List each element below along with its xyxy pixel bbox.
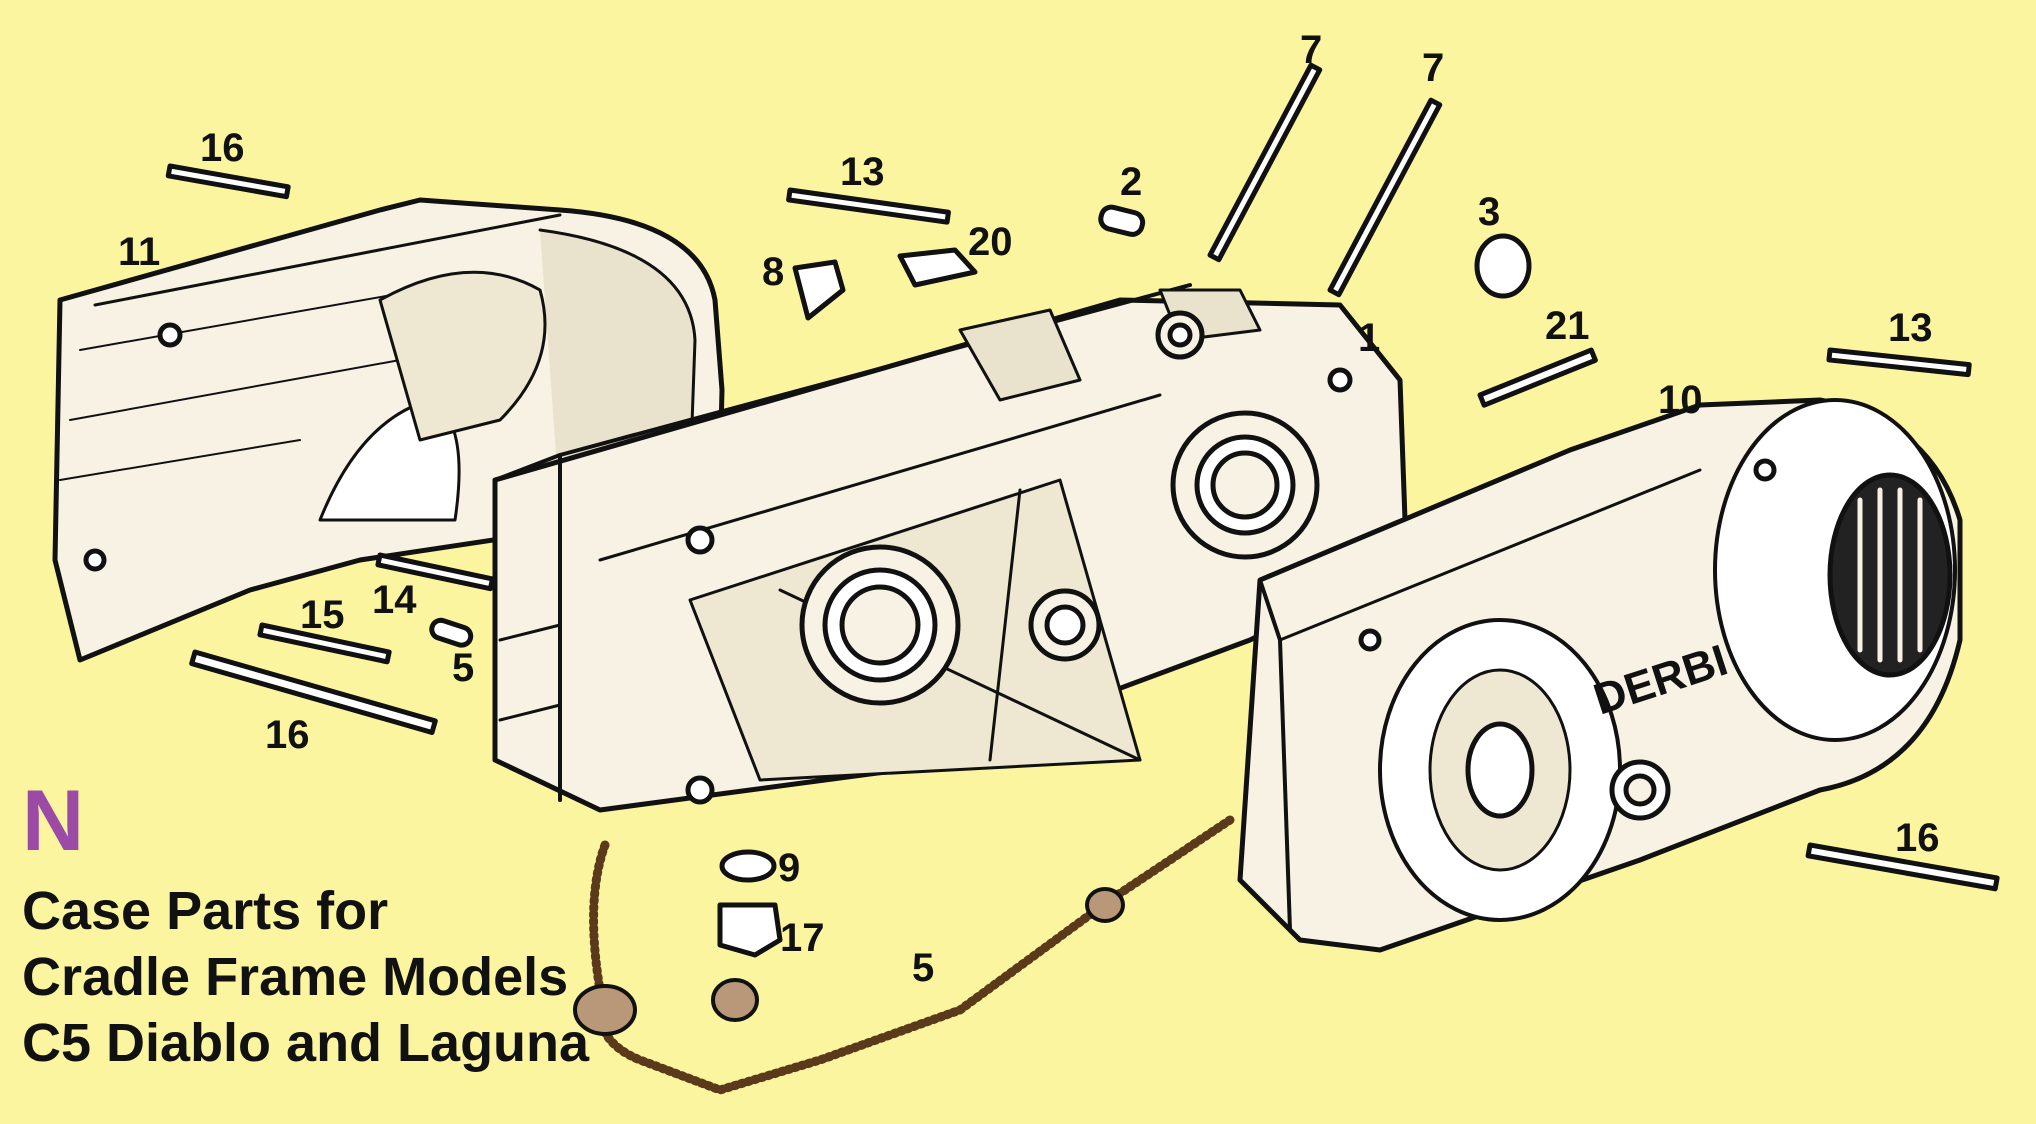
callout-7-right: 7 bbox=[1422, 46, 1445, 90]
bolt-16-left bbox=[189, 649, 438, 735]
stud-7-right bbox=[1327, 97, 1443, 298]
callout-10: 10 bbox=[1658, 378, 1703, 422]
caption-line-2: Cradle Frame Models bbox=[22, 947, 569, 1007]
callout-16-top-left: 16 bbox=[200, 126, 245, 170]
dowel-pin-5 bbox=[429, 617, 474, 648]
callout-3: 3 bbox=[1478, 190, 1501, 234]
callout-21: 21 bbox=[1545, 304, 1590, 348]
callout-13-right: 13 bbox=[1888, 306, 1933, 350]
callout-8: 8 bbox=[762, 250, 785, 294]
callout-5-pin: 5 bbox=[452, 646, 475, 690]
bolt-16-right bbox=[1805, 842, 2000, 892]
callout-16-right: 16 bbox=[1895, 816, 1940, 860]
callout-15: 15 bbox=[300, 593, 345, 637]
left-side-cover bbox=[52, 197, 725, 663]
plug-3 bbox=[1474, 233, 1532, 299]
bolt-14 bbox=[375, 552, 495, 592]
callout-20: 20 bbox=[968, 220, 1013, 264]
callout-17: 17 bbox=[780, 916, 825, 960]
caption-line-1: Case Parts for bbox=[22, 881, 389, 941]
callout-9: 9 bbox=[778, 846, 801, 890]
bolt-13-top bbox=[786, 187, 951, 225]
diagram-caption: Case Parts for Cradle Frame Models C5 Di… bbox=[22, 878, 589, 1076]
dowel-pin-2 bbox=[1098, 204, 1146, 237]
callout-2: 2 bbox=[1120, 160, 1143, 204]
callout-11: 11 bbox=[118, 230, 161, 274]
callout-16-left: 16 bbox=[265, 713, 310, 757]
bolt-13-right bbox=[1826, 347, 1972, 378]
callout-13-top: 13 bbox=[840, 150, 885, 194]
washer-9 bbox=[719, 849, 777, 883]
plug-20 bbox=[897, 247, 978, 288]
caption-line-3: C5 Diablo and Laguna bbox=[22, 1013, 590, 1073]
crankcase-body bbox=[492, 283, 1408, 813]
callout-5-gasket: 5 bbox=[912, 946, 935, 990]
right-side-cover bbox=[1237, 397, 1963, 953]
stud-7-left bbox=[1207, 62, 1323, 263]
bolt-16-top-left bbox=[165, 163, 291, 200]
bolt-15 bbox=[257, 622, 392, 665]
drain-plug-17 bbox=[717, 902, 783, 958]
callout-7-left: 7 bbox=[1300, 28, 1323, 72]
stud-21 bbox=[1477, 347, 1598, 408]
callout-14: 14 bbox=[372, 578, 417, 622]
plug-8 bbox=[792, 259, 846, 321]
callout-1: 1 bbox=[1358, 316, 1381, 360]
section-letter: N bbox=[22, 773, 85, 869]
